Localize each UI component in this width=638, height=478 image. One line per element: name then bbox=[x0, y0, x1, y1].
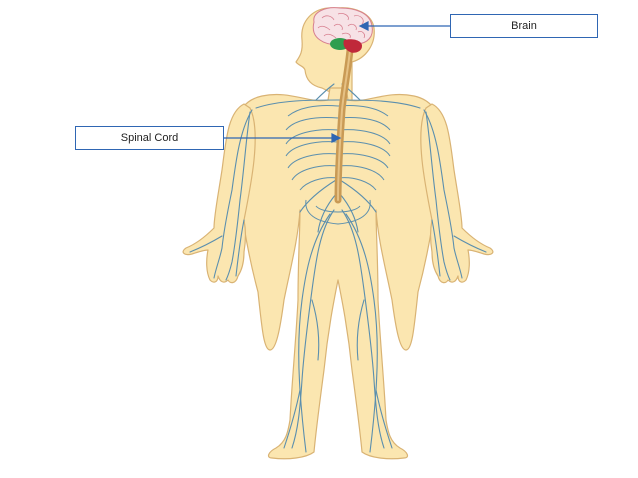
brain-label: Brain bbox=[450, 14, 598, 38]
torso-and-legs bbox=[233, 87, 443, 460]
right-arm bbox=[420, 103, 494, 284]
brain-label-text: Brain bbox=[511, 20, 537, 32]
brain bbox=[312, 7, 373, 53]
brainstem bbox=[343, 39, 362, 53]
cerebrum bbox=[312, 7, 373, 46]
peripheral-nerves bbox=[189, 83, 487, 453]
brain-pointer-arrow bbox=[358, 21, 369, 31]
spinal-cord-highlight bbox=[337, 49, 351, 201]
spinal-cord-label-text: Spinal Cord bbox=[120, 132, 179, 144]
spinal-cord-pointer-arrow bbox=[331, 133, 342, 143]
pointer-lines bbox=[224, 21, 450, 143]
brain-folds bbox=[317, 13, 365, 39]
body-silhouette bbox=[182, 7, 494, 460]
spinal-cord-label: Spinal Cord bbox=[75, 126, 224, 150]
